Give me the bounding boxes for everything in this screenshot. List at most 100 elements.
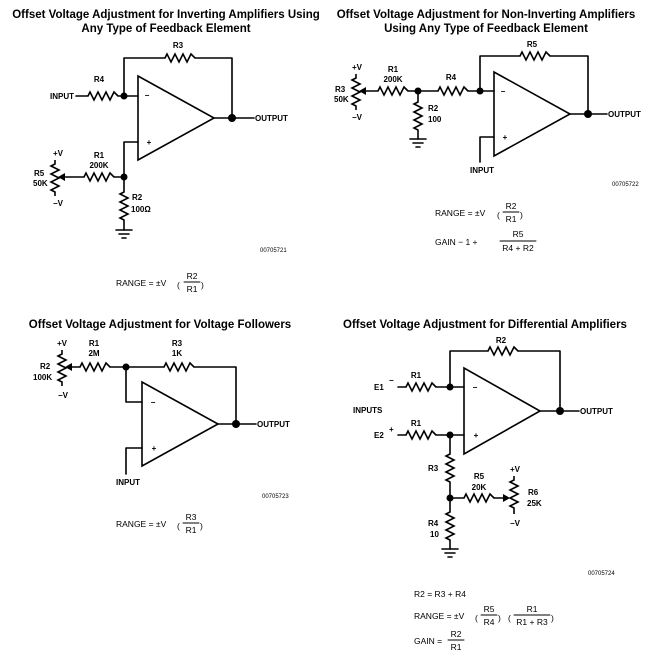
follower-r3-value: 1K <box>172 349 182 358</box>
noninverting-r5-label: R5 <box>527 40 538 49</box>
differential-wiper-arrow <box>503 494 510 502</box>
inverting-range-denominator: R1 <box>187 284 198 294</box>
inverting-vplus-label: +V <box>53 149 64 158</box>
differential-e1-minus: − <box>389 376 394 385</box>
inverting-ground-icon <box>115 229 133 239</box>
follower-r2-potentiometer <box>56 350 68 386</box>
follower-range-lparen: ( <box>177 521 180 531</box>
inverting-r4-label: R4 <box>94 75 105 84</box>
differential-r6-label: R6 <box>528 488 539 497</box>
differential-range-lparen1: ( <box>475 613 478 623</box>
differential-r3-label: R3 <box>428 464 439 473</box>
differential-e2-label: E2 <box>374 431 384 440</box>
differential-opamp <box>463 366 542 456</box>
differential-r1-bottom-resistor <box>405 429 437 441</box>
follower-vplus-label: +V <box>57 339 68 348</box>
noninverting-range-denominator: R1 <box>506 214 517 224</box>
differential-r4-value: 10 <box>430 530 439 539</box>
inverting-r5-potentiometer <box>49 160 61 196</box>
noninverting-ground-icon <box>409 138 427 148</box>
follower-circuit: Offset Voltage Adjustment for Voltage Fo… <box>29 319 291 535</box>
inverting-r4-resistor <box>87 90 119 102</box>
differential-r6-potentiometer <box>508 476 520 514</box>
inverting-title-line1: Offset Voltage Adjustment for Inverting … <box>12 9 320 21</box>
inverting-wiper-arrow <box>58 173 65 181</box>
differential-ground-icon <box>441 548 459 558</box>
noninverting-gain-denominator: R4 + R2 <box>502 243 534 253</box>
noninverting-vplus-label: +V <box>352 63 363 72</box>
noninverting-r1-resistor <box>377 85 409 97</box>
noninverting-r3-label: R3 <box>335 85 346 94</box>
follower-r1-resistor <box>79 361 111 373</box>
inverting-r5-value: 50K <box>33 179 48 188</box>
differential-r2-label: R2 <box>496 336 507 345</box>
follower-wiper-arrow <box>65 363 72 371</box>
inverting-opamp <box>137 74 216 162</box>
differential-e2-plus: + <box>389 425 394 434</box>
follower-input-label: INPUT <box>116 478 140 487</box>
inverting-r1-label: R1 <box>94 151 105 160</box>
noninverting-r2-value: 100 <box>428 115 442 124</box>
inverting-range-lhs: RANGE = ±V <box>116 278 167 288</box>
differential-gain-lhs: GAIN = <box>414 636 442 646</box>
inverting-r3-label: R3 <box>173 41 184 50</box>
differential-vminus-label: −V <box>510 519 521 528</box>
inverting-range-numerator: R2 <box>187 271 198 281</box>
follower-title: Offset Voltage Adjustment for Voltage Fo… <box>29 319 291 331</box>
noninverting-gain-lhs: GAIN − 1 + <box>435 237 478 247</box>
differential-circuit: Offset Voltage Adjustment for Differenti… <box>343 319 627 652</box>
inverting-minus-label: − <box>145 91 150 100</box>
inverting-figure-code: 00705721 <box>260 248 287 254</box>
differential-minus-label: − <box>473 383 478 392</box>
follower-r2-value: 100K <box>33 373 52 382</box>
differential-range-rparen1: ) <box>498 613 501 623</box>
differential-r1-top-label: R1 <box>411 371 422 380</box>
differential-range-den2: R1 + R3 <box>516 617 548 627</box>
follower-plus-label: + <box>152 444 157 453</box>
noninverting-range-lhs: RANGE = ±V <box>435 208 486 218</box>
noninverting-range-lparen: ( <box>497 210 500 220</box>
follower-r3-label: R3 <box>172 339 183 348</box>
differential-r1-bottom-label: R1 <box>411 419 422 428</box>
noninverting-wiper-arrow <box>359 87 366 95</box>
inverting-r1-resistor <box>83 171 115 183</box>
differential-range-den1: R4 <box>484 617 495 627</box>
noninverting-output-label: OUTPUT <box>608 110 641 119</box>
differential-output-label: OUTPUT <box>580 407 613 416</box>
noninverting-r2-label: R2 <box>428 104 439 113</box>
inverting-range-rparen: ) <box>201 280 204 290</box>
differential-range-lhs: RANGE = ±V <box>414 611 465 621</box>
noninverting-r2-resistor <box>412 101 424 131</box>
follower-output-label: OUTPUT <box>257 420 290 429</box>
differential-r5-value: 20K <box>472 483 487 492</box>
inverting-r5-label: R5 <box>34 169 45 178</box>
inverting-r3-resistor <box>164 52 196 64</box>
noninverting-r3-value: 50K <box>334 95 349 104</box>
follower-r2-label: R2 <box>40 362 51 371</box>
differential-range-lparen2: ( <box>508 613 511 623</box>
differential-figure-code: 00705724 <box>588 571 615 577</box>
follower-range-denominator: R1 <box>186 525 197 535</box>
noninverting-circuit: Offset Voltage Adjustment for Non-Invert… <box>334 9 641 253</box>
differential-e1-label: E1 <box>374 383 384 392</box>
noninverting-range-numerator: R2 <box>506 201 517 211</box>
differential-range-num1: R5 <box>484 604 495 614</box>
follower-range-lhs: RANGE = ±V <box>116 519 167 529</box>
noninverting-input-label: INPUT <box>470 166 494 175</box>
differential-r5-label: R5 <box>474 472 485 481</box>
inverting-r2-value: 100Ω <box>131 205 151 214</box>
follower-range-numerator: R3 <box>186 512 197 522</box>
differential-plus-label: + <box>474 431 479 440</box>
differential-gain-denominator: R1 <box>451 642 462 652</box>
inverting-vminus-label: −V <box>53 199 64 208</box>
noninverting-vminus-label: −V <box>352 113 363 122</box>
differential-r2-resistor <box>487 345 519 357</box>
differential-r1-top-resistor <box>405 381 437 393</box>
follower-r1-label: R1 <box>89 339 100 348</box>
noninverting-r4-label: R4 <box>446 73 457 82</box>
differential-r5-resistor <box>463 492 495 504</box>
inverting-range-lparen: ( <box>177 280 180 290</box>
differential-title: Offset Voltage Adjustment for Differenti… <box>343 319 627 331</box>
noninverting-title-line1: Offset Voltage Adjustment for Non-Invert… <box>337 9 636 21</box>
noninverting-r1-label: R1 <box>388 65 399 74</box>
